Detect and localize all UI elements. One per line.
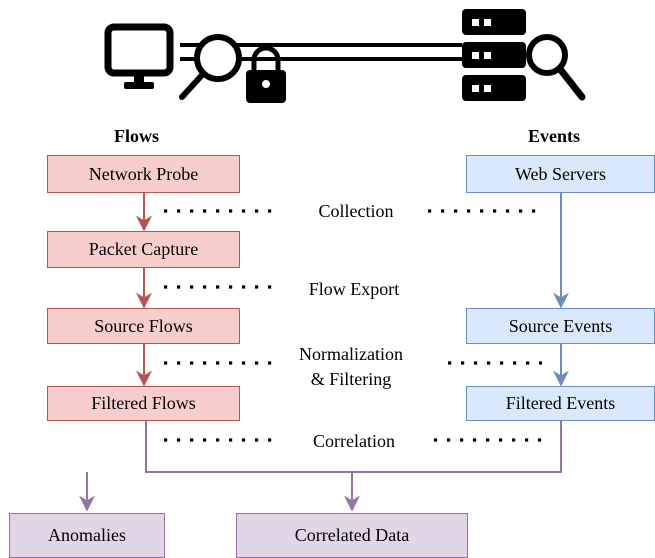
correlation-label: Correlation <box>313 431 395 451</box>
anomalies-node: Anomalies <box>9 513 165 558</box>
packet-capture-node: Packet Capture <box>47 231 240 268</box>
source-events-node: Source Events <box>466 308 655 344</box>
source-flows-node: Source Flows <box>47 308 240 344</box>
flows-header: Flows <box>114 126 159 146</box>
filtered-events-node: Filtered Events <box>466 386 655 421</box>
correlation-connectors <box>79 420 562 512</box>
monitor-icon <box>104 23 174 89</box>
magnifier-icon <box>179 34 242 100</box>
collection-label: Collection <box>318 201 394 221</box>
web-servers-node: Web Servers <box>466 155 655 193</box>
filtered-flows-node: Filtered Flows <box>47 386 240 421</box>
network-probe-node: Network Probe <box>47 155 240 193</box>
padlock-icon <box>246 45 286 103</box>
stage-dotted-lines <box>164 209 542 442</box>
filtering-label: & Filtering <box>310 369 392 389</box>
correlated-data-node: Correlated Data <box>236 513 468 558</box>
magnifier-icon <box>526 34 586 101</box>
events-header: Events <box>528 126 581 146</box>
server-rack-icon <box>462 9 526 101</box>
normalization-label: Normalization <box>299 344 403 364</box>
flow-export-label: Flow Export <box>308 279 400 299</box>
